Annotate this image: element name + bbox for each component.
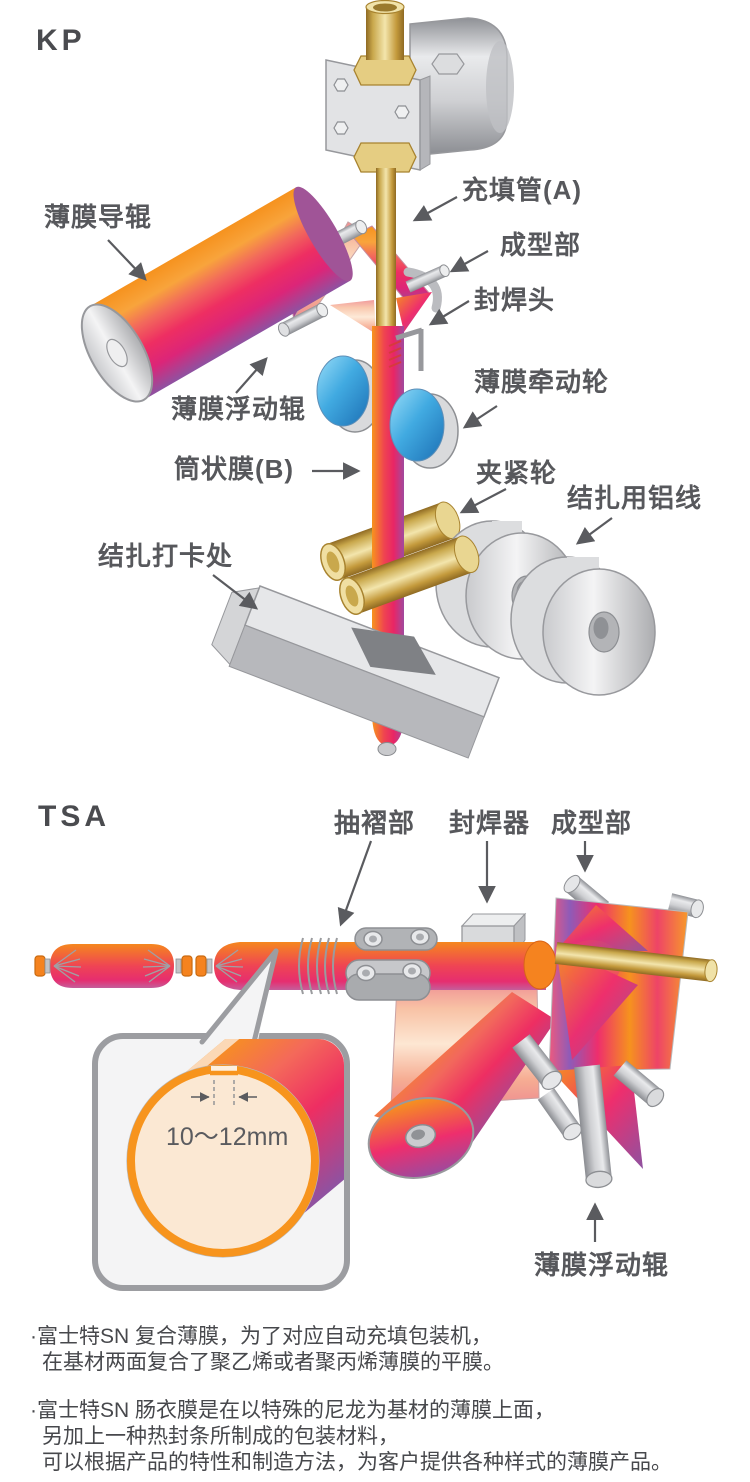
arrow-film-guide-roller xyxy=(107,239,147,281)
footnote-paragraph: ·富士特SN 复合薄膜，为了对应自动充填包装机， 在基材两面复合了聚乙烯或者聚丙… xyxy=(30,1324,730,1376)
filling-tube-pipe xyxy=(376,168,396,342)
label-tubular-film: 筒状膜(B) xyxy=(174,454,295,484)
arrow-filling-tube xyxy=(412,196,458,222)
kp-arrows xyxy=(107,196,613,610)
tsa-tube-end xyxy=(523,940,557,990)
label-film-guide-roller: 薄膜导辊 xyxy=(44,202,153,232)
label-tsa-forming-section: 成型部 xyxy=(551,808,633,838)
casing-cross-section xyxy=(127,1065,319,1257)
tsa-floating-roller xyxy=(537,1088,583,1141)
filling-pipe-top xyxy=(366,6,404,60)
kp-guide-roller xyxy=(277,302,329,337)
kp-drive-wheel-right xyxy=(389,388,459,469)
label-clipping-station: 结扎打卡处 xyxy=(98,541,234,571)
tsa-stuffing-horn xyxy=(554,942,718,983)
shirring-rings xyxy=(298,937,338,995)
bolt xyxy=(394,105,410,119)
kp-title: KP xyxy=(36,24,86,57)
kp-sealing-head xyxy=(388,327,424,371)
footnote-line: 可以根据产品的特性和制造方法，为客户提供各种样式的薄膜产品。 xyxy=(42,1451,672,1474)
arrow-aluminum-wire xyxy=(575,517,613,545)
tsa-sausage xyxy=(34,944,213,988)
tsa-film-roll xyxy=(367,992,556,1179)
kp-clamp-roller-front xyxy=(339,535,480,615)
tsa-fold-lower xyxy=(556,947,638,1060)
label-kp-forming-section: 成型部 xyxy=(500,230,582,260)
footnote-paragraph: ·富士特SN 肠衣膜是在以特殊的尼龙为基材的薄膜上面， 另加上一种热封条所制成的… xyxy=(30,1398,730,1476)
footnote-line: ·富士特SN 复合薄膜，为了对应自动充填包装机， xyxy=(30,1325,492,1348)
label-overlap-width: 10〜12mm xyxy=(166,1123,289,1151)
kp-valve-assembly xyxy=(325,0,514,173)
clip xyxy=(195,955,207,977)
tsa-arrows xyxy=(337,840,604,1242)
tsa-floating-roller xyxy=(512,1034,563,1090)
label-tsa-film-floating-roller: 薄膜浮动辊 xyxy=(534,1250,670,1280)
tsa-callout-bubble xyxy=(92,948,350,1291)
footnotes: ·富士特SN 复合薄膜，为了对应自动充填包装机， 在基材两面复合了聚乙烯或者聚丙… xyxy=(30,1324,730,1476)
footnote-line: 另加上一种热封条所制成的包装材料， xyxy=(42,1425,399,1448)
footnote-line: 在基材两面复合了聚乙烯或者聚丙烯薄膜的平膜。 xyxy=(42,1351,504,1374)
arrow-shirring-section xyxy=(337,840,373,927)
label-aluminum-wire: 结扎用铝线 xyxy=(567,483,703,513)
arrow-film-floating-roller xyxy=(235,357,268,394)
label-sealing-head: 封焊头 xyxy=(474,285,556,315)
arrow-sealing-head xyxy=(428,300,470,326)
label-filling-tube: 充填管(A) xyxy=(462,175,583,205)
crimp-lines xyxy=(53,949,171,983)
kp-forming-collar xyxy=(330,264,450,334)
kp-machine xyxy=(80,0,656,759)
tsa-floating-roller xyxy=(613,1060,665,1108)
arrow-clipping-station xyxy=(212,574,259,610)
tsa-machine xyxy=(34,840,718,1291)
label-film-drive-wheel: 薄膜牵动轮 xyxy=(474,367,610,397)
tsa-clamps xyxy=(345,927,438,1001)
tsa-title: TSA xyxy=(38,800,110,833)
kp-film-roll xyxy=(80,186,353,403)
kp-drive-wheel-left xyxy=(316,355,383,433)
tsa-floating-roller-main xyxy=(574,1064,613,1189)
kp-clipping-bar xyxy=(211,585,500,759)
clip xyxy=(181,955,193,977)
seal-stitches xyxy=(388,340,402,368)
tsa-fold-upper xyxy=(556,905,648,951)
clip xyxy=(34,955,46,977)
label-sealer: 封焊器 xyxy=(449,808,531,838)
label-clamp-wheel: 夹紧轮 xyxy=(476,458,558,488)
bolt xyxy=(333,78,349,92)
arrow-forming-section xyxy=(449,250,489,273)
overlap-notch xyxy=(211,1066,237,1072)
arrow-film-drive-wheel xyxy=(462,405,498,429)
bolt xyxy=(333,121,349,135)
footnote-line: ·富士特SN 肠衣膜是在以特殊的尼龙为基材的薄膜上面， xyxy=(30,1399,555,1422)
arrow-clamp-wheel xyxy=(459,488,507,514)
label-kp-film-floating-roller: 薄膜浮动辊 xyxy=(171,394,307,424)
crimp-lines xyxy=(215,949,244,983)
kp-wire-spools xyxy=(435,520,656,696)
overlap-dimension xyxy=(191,1080,257,1106)
label-shirring-section: 抽褶部 xyxy=(334,808,416,838)
